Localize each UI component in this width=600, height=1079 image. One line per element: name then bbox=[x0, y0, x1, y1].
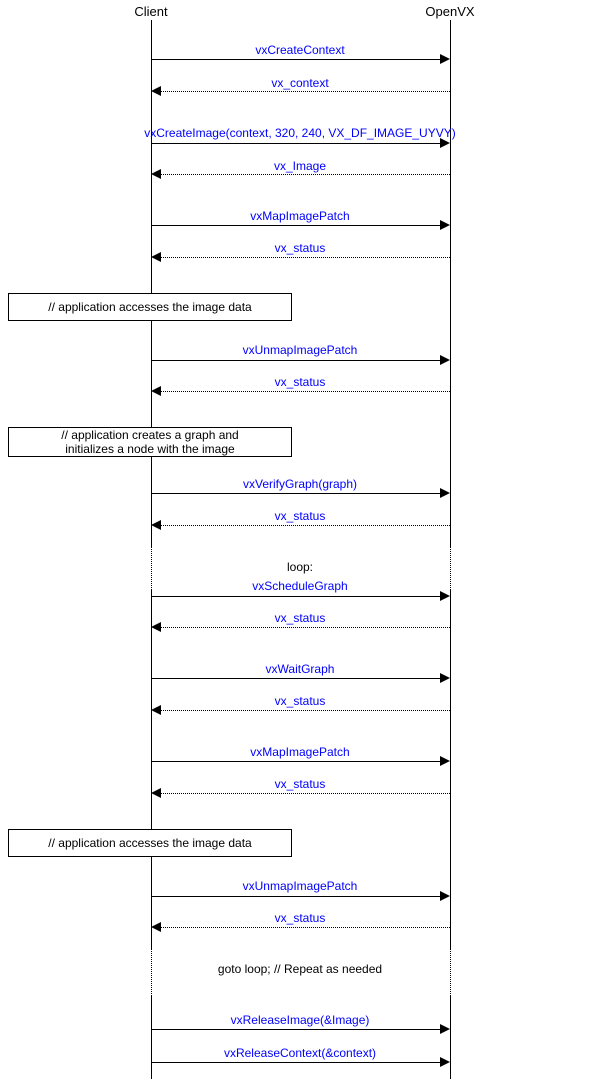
message-label-vxreleaseimage: vxReleaseImage(&Image) bbox=[230, 1013, 370, 1027]
message-label-vxunmapimagepatch-1: vxUnmapImagePatch bbox=[242, 343, 358, 357]
message-line-vx-image bbox=[161, 174, 450, 175]
message-label-vx-status-4: vx_status bbox=[274, 611, 326, 625]
annotation-loop-label: loop: bbox=[286, 560, 314, 574]
message-arrowhead-vx-status-2 bbox=[151, 386, 161, 396]
message-label-vx-image: vx_Image bbox=[273, 159, 327, 173]
message-line-vxverifygraph bbox=[151, 493, 440, 494]
message-line-vx-status-2 bbox=[161, 391, 450, 392]
message-line-vx-status-5 bbox=[161, 710, 450, 711]
message-line-vxschedulegraph bbox=[151, 596, 440, 597]
message-label-vx-status-3: vx_status bbox=[274, 509, 326, 523]
message-label-vxwaitgraph: vxWaitGraph bbox=[265, 662, 335, 676]
message-line-vxunmapimagepatch-2 bbox=[151, 896, 440, 897]
lifeline-openvx-seg-1 bbox=[450, 20, 451, 546]
message-arrowhead-vx-image bbox=[151, 169, 161, 179]
actor-label-client: Client bbox=[134, 4, 168, 19]
message-label-vx-status-7: vx_status bbox=[274, 911, 326, 925]
message-label-vx-status-1: vx_status bbox=[274, 241, 326, 255]
message-arrowhead-vxreleasecontext bbox=[440, 1057, 450, 1067]
lifeline-client-gap-2 bbox=[151, 948, 152, 996]
message-label-vxreleasecontext: vxReleaseContext(&context) bbox=[223, 1046, 377, 1060]
message-arrowhead-vxcreatecontext bbox=[440, 54, 450, 64]
message-arrowhead-vxunmapimagepatch-2 bbox=[440, 891, 450, 901]
message-line-vx-context bbox=[161, 91, 450, 92]
message-line-vxcreatecontext bbox=[151, 59, 440, 60]
message-arrowhead-vx-context bbox=[151, 86, 161, 96]
lifeline-client-seg-1 bbox=[151, 20, 152, 546]
message-label-vxschedulegraph: vxScheduleGraph bbox=[252, 579, 348, 593]
message-arrowhead-vx-status-6 bbox=[151, 788, 161, 798]
message-label-vxcreatecontext: vxCreateContext bbox=[255, 43, 345, 57]
note-application-accesses-image-data-1: // application accesses the image data bbox=[8, 293, 292, 321]
message-label-vx-status-6: vx_status bbox=[274, 777, 326, 791]
message-label-vx-context: vx_context bbox=[271, 76, 329, 90]
lifeline-client-seg-2 bbox=[151, 590, 152, 948]
message-label-vxmapimagepatch-2: vxMapImagePatch bbox=[250, 745, 350, 759]
message-arrowhead-vxreleaseimage bbox=[440, 1024, 450, 1034]
message-label-vx-status-2: vx_status bbox=[274, 375, 326, 389]
message-line-vxreleasecontext bbox=[151, 1062, 440, 1063]
message-arrowhead-vx-status-7 bbox=[151, 922, 161, 932]
lifeline-client-gap-1 bbox=[151, 546, 152, 590]
lifeline-openvx-gap-1 bbox=[450, 546, 451, 590]
note-application-accesses-image-data-2: // application accesses the image data bbox=[8, 829, 292, 857]
message-line-vxcreateimage bbox=[151, 143, 440, 144]
message-arrowhead-vxunmapimagepatch-1 bbox=[440, 355, 450, 365]
note-application-creates-graph: // application creates a graph and initi… bbox=[8, 427, 292, 457]
message-line-vxmapimagepatch-1 bbox=[151, 225, 440, 226]
message-label-vx-status-5: vx_status bbox=[274, 694, 326, 708]
message-arrowhead-vx-status-5 bbox=[151, 705, 161, 715]
message-arrowhead-vxverifygraph bbox=[440, 488, 450, 498]
message-line-vx-status-3 bbox=[161, 525, 450, 526]
lifeline-client-seg-3 bbox=[151, 996, 152, 1079]
message-label-vxcreateimage: vxCreateImage(context, 320, 240, VX_DF_I… bbox=[144, 126, 456, 140]
message-line-vx-status-6 bbox=[161, 793, 450, 794]
lifeline-openvx-seg-2 bbox=[450, 590, 451, 948]
message-line-vxmapimagepatch-2 bbox=[151, 761, 440, 762]
message-line-vx-status-1 bbox=[161, 257, 450, 258]
message-arrowhead-vxcreateimage bbox=[440, 138, 450, 148]
message-label-vxunmapimagepatch-2: vxUnmapImagePatch bbox=[242, 879, 358, 893]
message-label-vxverifygraph: vxVerifyGraph(graph) bbox=[242, 477, 358, 491]
message-line-vx-status-7 bbox=[161, 927, 450, 928]
annotation-goto-loop-label: goto loop; // Repeat as needed bbox=[217, 962, 383, 976]
message-arrowhead-vxmapimagepatch-2 bbox=[440, 756, 450, 766]
message-line-vxwaitgraph bbox=[151, 678, 440, 679]
message-line-vxreleaseimage bbox=[151, 1029, 440, 1030]
message-arrowhead-vx-status-3 bbox=[151, 520, 161, 530]
message-arrowhead-vxmapimagepatch-1 bbox=[440, 220, 450, 230]
message-arrowhead-vxwaitgraph bbox=[440, 673, 450, 683]
lifeline-openvx-seg-3 bbox=[450, 996, 451, 1079]
message-arrowhead-vx-status-1 bbox=[151, 252, 161, 262]
message-arrowhead-vxschedulegraph bbox=[440, 591, 450, 601]
message-line-vx-status-4 bbox=[161, 627, 450, 628]
lifeline-openvx-gap-2 bbox=[450, 948, 451, 996]
message-label-vxmapimagepatch-1: vxMapImagePatch bbox=[250, 209, 350, 223]
actor-label-openvx: OpenVX bbox=[425, 4, 475, 19]
message-line-vxunmapimagepatch-1 bbox=[151, 360, 440, 361]
message-arrowhead-vx-status-4 bbox=[151, 622, 161, 632]
